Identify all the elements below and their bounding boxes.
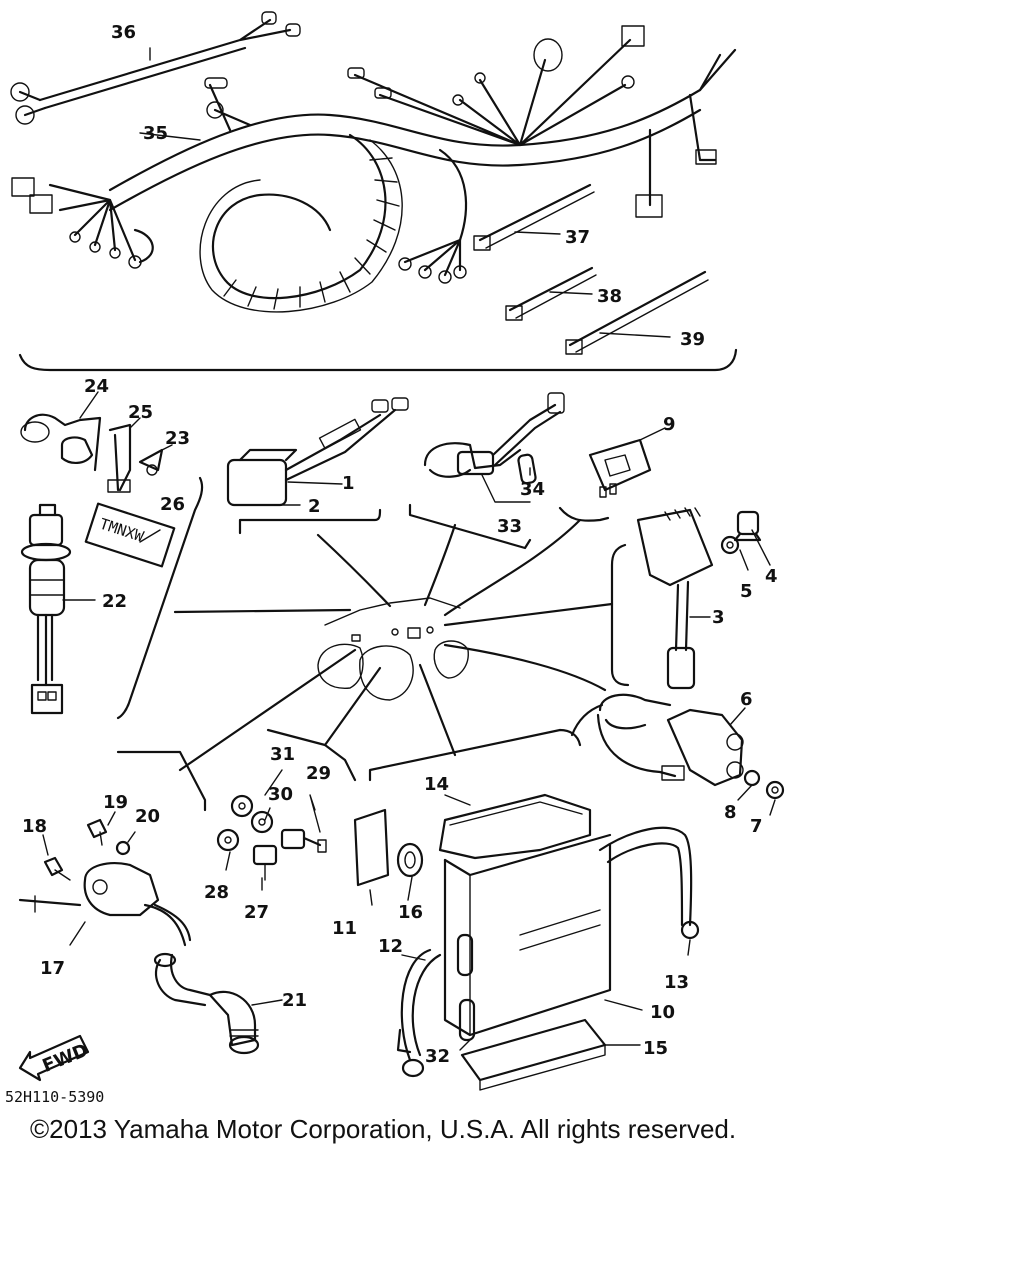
callout-30: 30 <box>268 784 293 805</box>
callout-26: 26 <box>160 494 185 515</box>
callout-10: 10 <box>650 1002 675 1023</box>
callout-5: 5 <box>740 581 753 602</box>
callout-27: 27 <box>244 902 269 923</box>
callout-29: 29 <box>306 763 331 784</box>
plug-cap-21 <box>153 952 260 1055</box>
callout-2: 2 <box>308 496 321 517</box>
main-switch-22 <box>20 503 72 715</box>
callout-11: 11 <box>332 918 357 939</box>
svg-text:TMNXW: TMNXW <box>97 515 146 546</box>
callout-14: 14 <box>424 774 449 795</box>
callout-23: 23 <box>165 428 190 449</box>
callout-12: 12 <box>378 936 403 957</box>
rectifier-3-4-5 <box>636 507 762 690</box>
leader-lines <box>173 518 614 772</box>
callout-33: 33 <box>497 516 522 537</box>
harness-bracket <box>18 348 738 372</box>
callout-6: 6 <box>740 689 753 710</box>
bracket-ignition <box>116 750 207 812</box>
callout-24: 24 <box>84 376 109 397</box>
callout-19: 19 <box>103 792 128 813</box>
bracket-battery <box>368 728 582 782</box>
bracket-bulbs <box>266 728 357 782</box>
callout-38: 38 <box>597 286 622 307</box>
cable-bands <box>473 183 709 355</box>
battery-group <box>396 793 700 1091</box>
drawing-code: 52H110-5390 <box>5 1088 104 1106</box>
callout-25: 25 <box>128 402 153 423</box>
callout-35: 35 <box>143 123 168 144</box>
callout-15: 15 <box>643 1038 668 1059</box>
parts-23-24-25 <box>20 413 164 493</box>
callout-9: 9 <box>663 414 676 435</box>
copyright-notice: ©2013 Yamaha Motor Corporation, U.S.A. A… <box>30 1114 737 1144</box>
sub-harness-36 <box>10 11 301 125</box>
wire-harness-group <box>11 25 737 313</box>
callout-32: 32 <box>425 1046 450 1067</box>
callout-numbers: 1 2 3 4 5 6 7 8 9 10 11 12 13 14 15 16 1… <box>22 22 778 1067</box>
callout-34: 34 <box>520 479 545 500</box>
right-bracket-bottom <box>570 703 604 737</box>
starter-switch-6-7-8 <box>596 693 785 800</box>
bracket-relay-9 <box>558 506 610 522</box>
parts-diagram: TMNXW <box>5 11 785 1106</box>
bracket-relay <box>238 508 382 535</box>
callout-7: 7 <box>750 816 763 837</box>
callout-1: 1 <box>342 473 355 494</box>
fuse-holder-33-34 <box>423 392 565 485</box>
callout-8: 8 <box>724 802 737 823</box>
callout-16: 16 <box>398 902 423 923</box>
callout-39: 39 <box>680 329 705 350</box>
callout-13: 13 <box>664 972 689 993</box>
callout-4: 4 <box>765 566 778 587</box>
callout-22: 22 <box>102 591 127 612</box>
callout-31: 31 <box>270 744 295 765</box>
bulbs-27-31 <box>216 794 327 881</box>
sheet-11 <box>353 808 390 887</box>
bracket-fuse <box>408 503 532 550</box>
callout-20: 20 <box>135 806 160 827</box>
callout-17: 17 <box>40 958 65 979</box>
right-bracket-top <box>610 543 630 687</box>
callout-3: 3 <box>712 607 725 628</box>
callout-36: 36 <box>111 22 136 43</box>
fwd-arrow: FWD <box>18 1034 92 1082</box>
callout-28: 28 <box>204 882 229 903</box>
callout-18: 18 <box>22 816 47 837</box>
svg-text:FWD: FWD <box>40 1040 92 1077</box>
starter-relay-1-2 <box>226 397 409 507</box>
callout-21: 21 <box>282 990 307 1011</box>
grommet-16 <box>396 842 424 878</box>
callout-leaders <box>42 47 776 1051</box>
ignition-coil-17-20 <box>18 818 192 947</box>
left-bracket <box>116 476 204 720</box>
relay-9 <box>588 438 652 498</box>
callout-37: 37 <box>565 227 590 248</box>
